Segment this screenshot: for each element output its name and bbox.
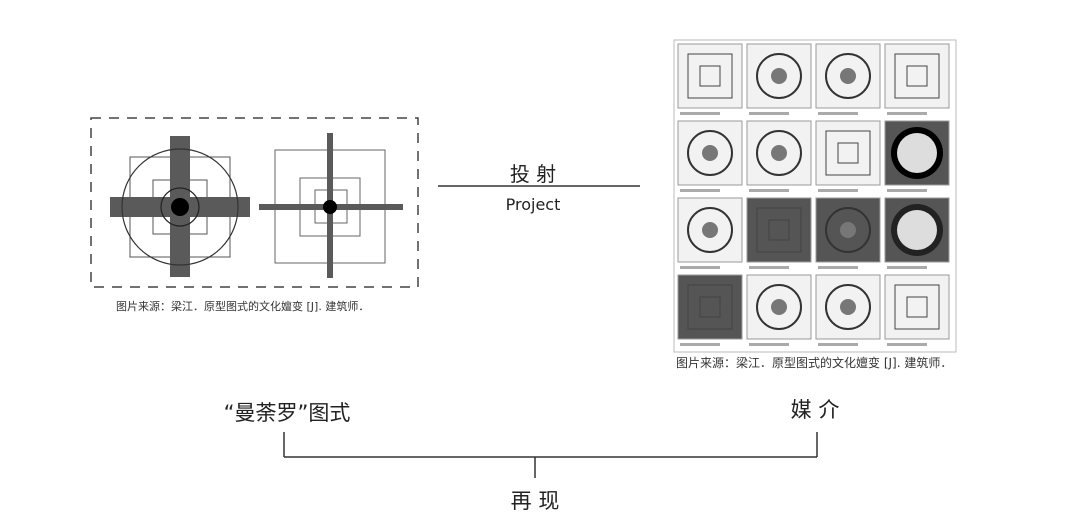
medium-label: 媒 介: [790, 398, 840, 422]
left-figure-caption: 图片来源：梁江．原型图式的文化嬗变 [J]. 建筑师．: [116, 300, 370, 313]
project-label-cn: 投 射: [509, 162, 557, 186]
thumbnail-grid: [673, 39, 957, 353]
mandala-diagram-right: [259, 133, 403, 278]
right-figure-caption: 图片来源：梁江．原型图式的文化嬗变 [J]. 建筑师．: [676, 356, 953, 370]
project-label-en: Project: [505, 195, 561, 214]
mandala-schema-label: “曼荼罗”图式: [223, 401, 351, 425]
bracket: [283, 432, 818, 478]
reproduction-label: 再 现: [510, 489, 560, 513]
dashed-frame: [90, 117, 419, 288]
mandala-diagram-left: [110, 136, 250, 277]
